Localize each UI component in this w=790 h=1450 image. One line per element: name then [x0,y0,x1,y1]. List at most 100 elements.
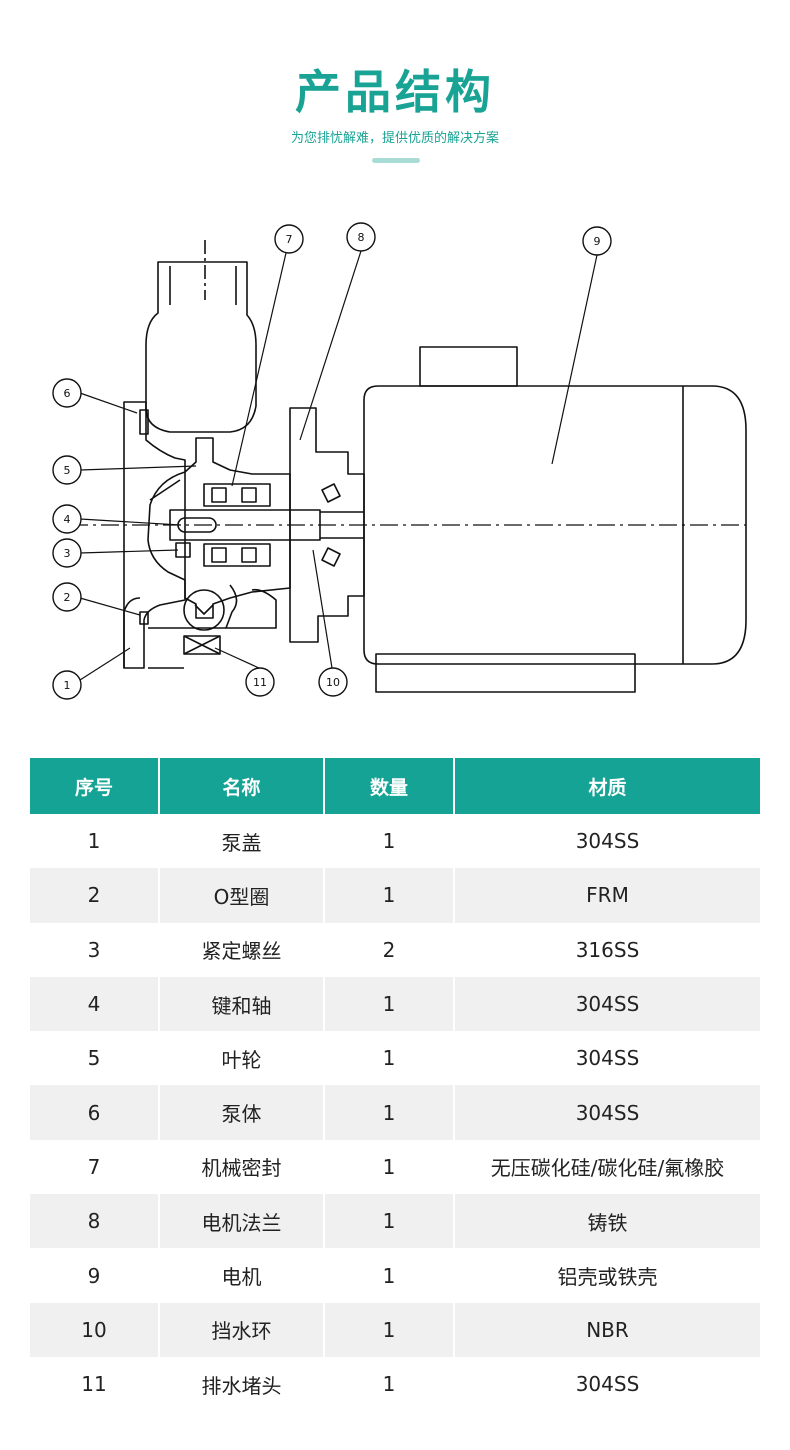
table-row: 10 挡水环 1 NBR [30,1302,760,1357]
cell-material: 304SS [454,814,760,869]
cell-material: 铸铁 [454,1194,760,1249]
cell-name: 排水堵头 [159,1356,325,1412]
cell-index: 4 [30,976,160,1032]
o-ring [139,611,149,625]
callout-9-circle [582,226,612,256]
cell-material: 316SS [454,922,760,977]
cell-name: 电机法兰 [159,1194,325,1249]
pump-structure-diagram: 1 2 3 4 5 6 7 8 9 10 11 [0,200,790,730]
callout-8-circle [346,222,376,252]
cell-quantity: 2 [324,922,455,977]
table-row: 8 电机法兰 1 铸铁 [30,1194,760,1249]
table-row: 5 叶轮 1 304SS [30,1031,760,1086]
callout-10-circle [318,667,348,697]
pump-drawing: 1 2 3 4 5 6 7 8 9 10 11 [52,222,747,700]
column-header-material: 材质 [454,758,760,814]
cell-material: 304SS [454,1031,760,1086]
drain-plug [183,635,221,655]
callout-3-circle [52,538,82,568]
callout-3-label: 3 [64,547,71,560]
mechanical-seal-top [203,483,271,507]
table-row: 1 泵盖 1 304SS [30,814,760,869]
callout-2-circle [52,582,82,612]
cell-quantity: 1 [324,1085,455,1140]
callout-11-circle [245,667,275,697]
cell-material: 304SS [454,1085,760,1140]
cell-index: 1 [30,814,160,869]
table-row: 2 O型圈 1 FRM [30,868,760,923]
callout-6-label: 6 [64,387,71,400]
cell-quantity: 1 [324,1031,455,1086]
cell-name: 叶轮 [159,1031,325,1086]
cell-quantity: 1 [324,1356,455,1412]
cell-name: 挡水环 [159,1302,325,1357]
cell-quantity: 1 [324,1248,455,1303]
cell-material: NBR [454,1302,760,1357]
callout-9-label: 9 [594,235,601,248]
section-header: 产品结构 为您排忧解难，提供优质的解决方案 [0,0,790,200]
cell-material: 无压碳化硅/碳化硅/氟橡胶 [454,1139,760,1195]
table-row: 4 键和轴 1 304SS [30,976,760,1032]
cell-index: 10 [30,1302,160,1357]
cell-index: 11 [30,1356,160,1412]
mechanical-seal-bottom [203,543,271,567]
callout-4-circle [52,504,82,534]
cell-index: 9 [30,1248,160,1303]
cell-index: 2 [30,868,160,923]
table-row: 3 紧定螺丝 2 316SS [30,922,760,977]
cell-name: 电机 [159,1248,325,1303]
callout-4-label: 4 [64,513,71,526]
cell-quantity: 1 [324,1139,455,1195]
impeller [184,437,291,619]
motor-base [375,653,636,693]
cell-name: 泵盖 [159,814,325,869]
table-row: 6 泵体 1 304SS [30,1085,760,1140]
table-row: 9 电机 1 铝壳或铁壳 [30,1248,760,1303]
page-title: 产品结构 [295,65,495,119]
cell-quantity: 1 [324,1302,455,1357]
callout-10-label: 10 [326,676,340,689]
column-header-name: 名称 [159,758,325,814]
pump-inlet-pipe [145,261,257,433]
motor-body [363,385,747,665]
page-subtitle: 为您排忧解难，提供优质的解决方案 [290,131,499,146]
cell-quantity: 1 [324,868,455,923]
pump-body [123,401,186,669]
cell-index: 8 [30,1194,160,1249]
cell-material: 铝壳或铁壳 [454,1248,760,1303]
cell-index: 5 [30,1031,160,1086]
cell-name: 泵体 [159,1085,325,1140]
callout-1-circle [52,670,82,700]
motor-terminal-box [419,346,518,387]
cell-name: 机械密封 [159,1139,325,1195]
cell-material: 304SS [454,1356,760,1412]
cell-quantity: 1 [324,1194,455,1249]
cell-index: 7 [30,1139,160,1195]
callout-5-label: 5 [64,464,71,477]
column-header-index: 序号 [30,758,160,814]
callout-6-circle [52,378,82,408]
motor-flange [289,407,365,643]
callout-11-label: 11 [253,676,267,689]
cell-name: 键和轴 [159,976,325,1032]
water-ring [321,483,341,503]
set-screw [175,542,191,558]
cell-name: 紧定螺丝 [159,922,325,977]
callout-1-label: 1 [64,679,71,692]
table-row: 7 机械密封 1 无压碳化硅/碳化硅/氟橡胶 [30,1139,760,1195]
cell-name: O型圈 [159,868,325,923]
title-underline [372,158,420,163]
column-header-quantity: 数量 [324,758,455,814]
parts-table: 序号 名称 数量 材质 1 泵盖 1 304SS 2 O型圈 1 FRM 3 紧… [30,758,760,1412]
cell-index: 3 [30,922,160,977]
callout-8-label: 8 [358,231,365,244]
cell-quantity: 1 [324,976,455,1032]
cell-material: 304SS [454,976,760,1032]
callout-2-label: 2 [64,591,71,604]
parts-table-header: 序号 名称 数量 材质 [30,758,760,814]
cell-quantity: 1 [324,814,455,869]
callout-5-circle [52,455,82,485]
table-row: 11 排水堵头 1 304SS [30,1356,760,1412]
cell-index: 6 [30,1085,160,1140]
callout-7-label: 7 [286,233,293,246]
